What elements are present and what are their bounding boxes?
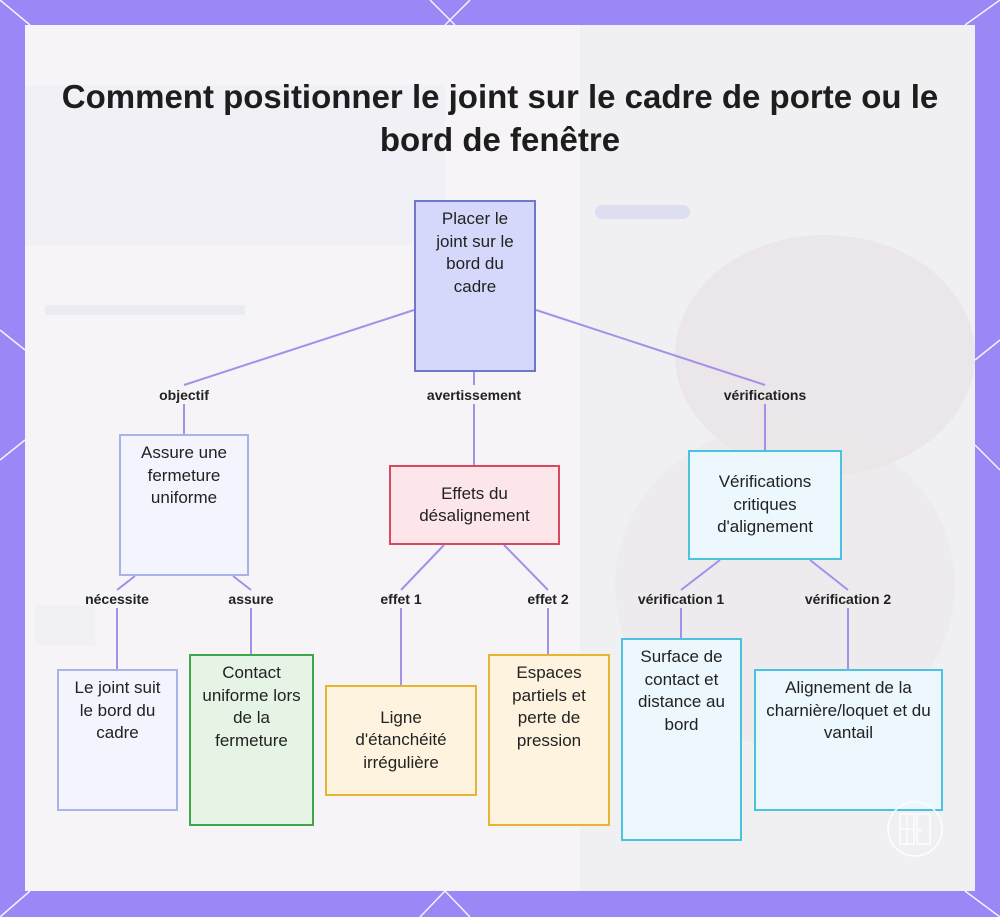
node-root: Placer le joint sur le bord du cadre [414,200,536,372]
node-follow-edge-label: Le joint suit le bord du cadre [74,678,161,742]
node-warning-label: Effets du désalignement [419,483,530,526]
link-objective-contact [232,575,252,591]
node-follow-edge: Le joint suit le bord du cadre [57,669,178,811]
node-contact-surface-label: Surface de contact et distance au bord [638,647,725,734]
link-root-checks [535,309,766,386]
edge-label-verifications: vérifications [723,387,807,403]
edge-label-verification2: vérification 2 [804,591,892,607]
node-partial-gaps-label: Espaces partiels et perte de pression [512,663,586,750]
edge-label-verification1: vérification 1 [637,591,725,607]
node-uniform-contact-label: Contact uniforme lors de la fermeture [202,663,301,750]
node-root-label: Placer le joint sur le bord du cadre [436,209,514,296]
edge-label-assure: assure [228,591,274,607]
node-objective-label: Assure une fermeture uniforme [141,443,227,507]
edge-label-avertissement: avertissement [426,387,522,403]
node-irregular-line-label: Ligne d'étanchéité irrégulière [355,707,447,772]
node-checks-label: Vérifications critiques d'alignement [717,472,813,537]
link-warning-irregular [400,544,445,591]
node-contact-surface: Surface de contact et distance au bord [621,638,742,841]
node-checks: Vérifications critiques d'alignement [688,450,842,560]
link-checks-contact [680,559,721,591]
link-root-objective [183,309,415,386]
edge-label-objectif: objectif [159,387,209,403]
link-objective-follow [116,575,136,591]
node-warning: Effets du désalignement [389,465,560,545]
link-warning-gaps [503,544,549,591]
node-uniform-contact: Contact uniforme lors de la fermeture [189,654,314,826]
door-window-logo-icon [887,801,943,857]
node-hinge-alignment-label: Alignement de la charnière/loquet et du … [766,678,931,742]
node-objective: Assure une fermeture uniforme [119,434,249,576]
edge-label-effet1: effet 1 [380,591,422,607]
node-irregular-line: Ligne d'étanchéité irrégulière [325,685,477,796]
link-checks-hinge [809,559,849,591]
node-hinge-alignment: Alignement de la charnière/loquet et du … [754,669,943,811]
node-partial-gaps: Espaces partiels et perte de pression [488,654,610,826]
diagram-title: Comment positionner le joint sur le cadr… [61,78,939,158]
edge-label-effet2: effet 2 [527,591,569,607]
edge-label-necessite: nécessite [85,591,149,607]
